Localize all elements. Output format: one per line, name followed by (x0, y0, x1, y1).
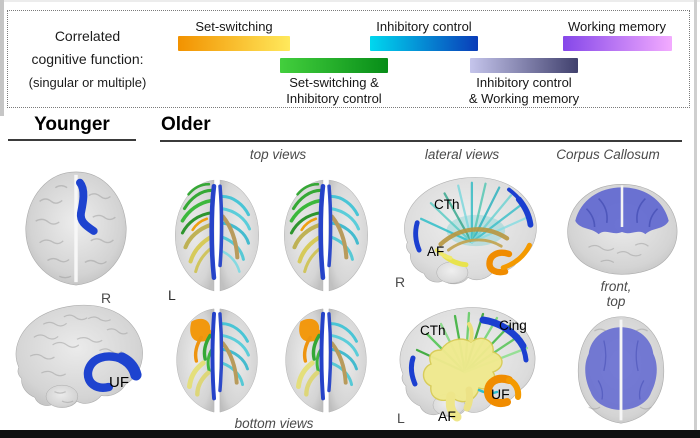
af-tract-yellow (434, 248, 469, 268)
tracts-right-hemisphere (327, 184, 361, 268)
legend-label-inhibitory-control: Inhibitory control (376, 19, 472, 34)
label-front-line1: front, (600, 279, 632, 294)
older-underline (160, 140, 682, 142)
blue-tracts (413, 187, 534, 253)
brain-older-top-view-1 (175, 179, 259, 292)
label-bottom-views: bottom views (234, 416, 314, 431)
section-header-younger: Younger (34, 114, 110, 135)
tract-label-cth-top: CTh (434, 197, 460, 212)
legend-label-iwm-line2: & Working memory (468, 91, 580, 106)
legend-bar-setswitching-inhibitory (280, 58, 388, 73)
legend-title-line3: (singular or multiple) (28, 75, 147, 90)
section-header-older: Older (161, 114, 211, 135)
uf-tract-younger (83, 352, 142, 392)
legend-title-line1: Correlated (54, 28, 121, 44)
tracts-right-hemisphere (218, 312, 250, 393)
sulci-texture (588, 242, 649, 264)
tracts-right-hemisphere (218, 184, 252, 273)
tracts-right-hemisphere (327, 312, 359, 393)
page-edge-right (694, 0, 697, 438)
cc-streaks (585, 197, 659, 227)
legend-title-line2: cognitive function: (31, 51, 144, 67)
side-label-l-lateral-bottom: L (397, 410, 405, 426)
page-edge-left (0, 0, 4, 116)
uf-tract-orange (483, 374, 522, 407)
legend-label-set-switching: Set-switching (195, 19, 273, 34)
tract-label-af-bottom: AF (438, 408, 456, 424)
sulci-texture (588, 328, 652, 410)
legend-label-iwm-line1: Inhibitory control (476, 75, 572, 90)
brain-corpus-callosum-top (577, 316, 665, 424)
tracts-left-hemisphere (289, 182, 326, 280)
sulci-texture (29, 314, 128, 404)
cc-streaks (597, 340, 645, 400)
legend-bar-inhibitory-control (370, 36, 478, 51)
younger-underline (8, 139, 136, 141)
brain-older-bottom-view-2 (285, 308, 367, 413)
legend-bar-set-switching (178, 36, 290, 51)
cerebellum (45, 384, 79, 408)
brain-older-bottom-view-1 (176, 308, 258, 413)
side-label-r-younger: R (101, 290, 112, 306)
label-top-views: top views (249, 147, 307, 162)
tract-label-cing: Cing (499, 318, 527, 333)
tract-label-uf-bottom: UF (491, 386, 510, 402)
tracts-left-hemisphere (296, 311, 326, 401)
brain-older-lateral-top (404, 177, 537, 285)
brain-corpus-callosum-front (567, 183, 678, 275)
brain-older-lateral-bottom (399, 307, 536, 422)
brain-older-top-view-2 (284, 179, 368, 292)
brain-younger-lateral-view (15, 304, 143, 408)
af-tract-yellow (422, 322, 503, 422)
tract-label-uf-younger: UF (109, 374, 129, 391)
side-label-r-lateral-top: R (395, 274, 406, 290)
label-front-top: front, top (601, 279, 632, 309)
label-lateral-views: lateral views (424, 147, 500, 162)
brain-younger-top-view (25, 171, 127, 286)
uf-tract-orange (486, 242, 532, 276)
label-corpus-callosum: Corpus Callosum (556, 147, 660, 162)
legend-label-ssi-line2: Inhibitory control (286, 91, 382, 106)
legend-label-inhibitory-workingmemory: Inhibitory control & Working memory (469, 75, 579, 107)
tracts-left-hemisphere (187, 311, 217, 401)
tract-label-cth-bottom: CTh (420, 323, 446, 338)
tract-label-af-top: AF (427, 244, 445, 259)
legend-label-setswitching-inhibitory: Set-switching & Inhibitory control (286, 75, 381, 107)
tan-tracts (438, 227, 510, 252)
sulci-texture (35, 185, 116, 279)
legend-label-ssi-line1: Set-switching & (289, 75, 379, 90)
viewer-bottom-bar (0, 430, 700, 438)
legend-label-working-memory: Working memory (567, 19, 667, 34)
tracts-left-hemisphere (180, 182, 217, 280)
page-edge-top (0, 0, 700, 2)
legend-bar-inhibitory-workingmemory (470, 58, 578, 73)
label-front-line2: top (606, 294, 626, 309)
cing-tract-blue (408, 316, 529, 387)
legend-bar-working-memory (563, 36, 672, 51)
side-label-l-older-top: L (168, 287, 176, 303)
blue-tract-younger-top (76, 178, 98, 235)
legend-title: Correlated cognitive function: (singular… (10, 25, 165, 94)
